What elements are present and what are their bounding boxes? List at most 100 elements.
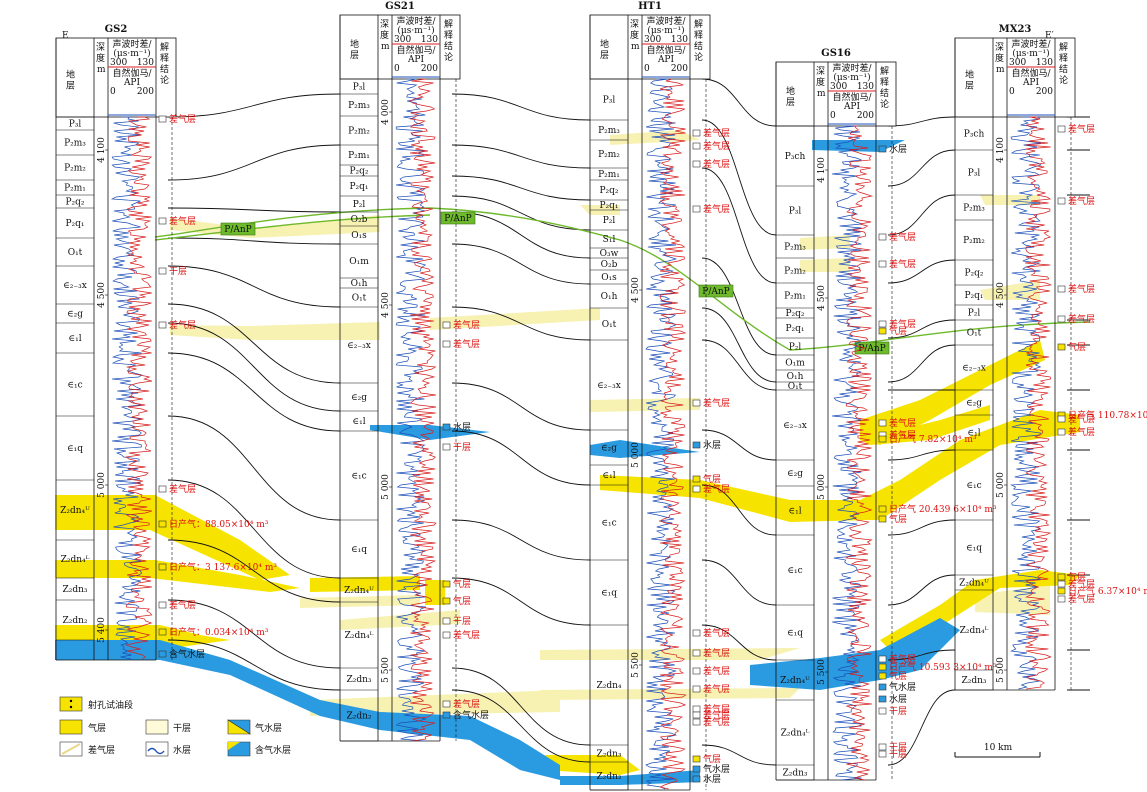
correlation-line xyxy=(167,599,341,669)
conclusion-label: 差气层 xyxy=(703,127,730,139)
layer-name: O₂b xyxy=(601,260,618,270)
well-name: GS21 xyxy=(385,1,415,12)
header-strata: 层 xyxy=(350,50,359,61)
well-name: GS16 xyxy=(821,48,851,59)
depth-label: 5 500 xyxy=(631,652,641,678)
correlation-line xyxy=(887,574,956,606)
header-conclusion: 解 xyxy=(880,65,889,77)
layer-name: ∈₂g xyxy=(601,444,617,454)
conclusion-label: 干层 xyxy=(169,266,187,277)
header-conclusion: 结 xyxy=(1059,63,1068,75)
depth-label: 4 100 xyxy=(996,137,1006,163)
conclusion-label: 气水层 xyxy=(889,681,916,693)
header-depth: m xyxy=(817,89,826,99)
header-strata: 地 xyxy=(600,38,609,50)
correlation-line xyxy=(887,449,956,461)
layer-name: O₁t xyxy=(788,382,803,392)
layer-name: O₁h xyxy=(601,292,618,302)
conclusion-marker xyxy=(878,327,887,335)
depth-label: 5 500 xyxy=(381,657,391,683)
header-gamma-max: 200 xyxy=(857,111,874,121)
layer-name: Z₂dn₃ xyxy=(782,769,807,779)
conclusion-marker xyxy=(692,629,701,637)
unconformity-label-box xyxy=(440,211,476,225)
header-gamma: 自然伽马/ xyxy=(396,44,436,56)
header-sonic: 声波时差/ xyxy=(832,62,872,74)
layer-name: Z₂dn₂ xyxy=(596,772,621,782)
correlation-line xyxy=(887,116,956,127)
header-gamma: 自然伽马/ xyxy=(1011,67,1051,79)
poorgas-band xyxy=(300,595,420,608)
conclusion-marker xyxy=(442,443,451,451)
header-depth: 深 xyxy=(96,42,105,53)
header-gamma-unit: API xyxy=(1022,78,1040,88)
correlation-line xyxy=(887,149,956,187)
legend-label-dry: 干层 xyxy=(173,723,191,734)
conclusion-label: 气层 xyxy=(889,325,907,337)
correlation-line xyxy=(451,667,591,746)
correlation-line xyxy=(701,429,777,461)
header-depth: 深 xyxy=(630,19,639,30)
correlation-line xyxy=(887,194,956,236)
conclusion-marker xyxy=(158,601,167,609)
conclusion-marker xyxy=(158,485,167,493)
layer-name: Z₂dn₂ xyxy=(62,616,87,626)
correlation-line xyxy=(887,259,956,284)
correlation-line xyxy=(167,237,341,245)
correlation-line xyxy=(451,577,591,626)
conclusion-marker xyxy=(158,115,167,123)
depth-label: 5 500 xyxy=(817,659,827,685)
layer-name: O₁m xyxy=(349,257,369,267)
correlation-line xyxy=(701,339,777,391)
header-strata: 层 xyxy=(965,81,974,92)
conclusion-marker xyxy=(878,695,887,703)
poorgas-band xyxy=(540,688,800,700)
conclusion-marker xyxy=(878,233,887,241)
legend-dry-swatch xyxy=(145,719,169,735)
conclusion-marker xyxy=(878,683,887,691)
legend-label-perforation: 射孔试油段 xyxy=(88,699,133,711)
correlation-line xyxy=(167,352,341,432)
conclusion-label: 气层 xyxy=(889,670,907,682)
sonic-log-curve xyxy=(124,116,153,660)
conclusion-label: 日产气 7.82×10⁴ m³ xyxy=(889,433,977,445)
correlation-line xyxy=(167,539,341,603)
conclusion-marker xyxy=(442,340,451,348)
conclusion-marker xyxy=(692,399,701,407)
layer-name: Z₂dn₄ᵁ xyxy=(959,579,989,589)
conclusion-marker xyxy=(878,655,887,663)
gas-body-mx23-main xyxy=(860,410,1080,520)
conclusion-marker xyxy=(878,419,887,427)
conclusion-label: 差气层 xyxy=(453,698,480,710)
conclusion-marker xyxy=(1057,573,1066,581)
header-conclusion: 结 xyxy=(444,40,453,52)
conclusion-label: 差气层 xyxy=(1068,593,1095,605)
correlation-line xyxy=(451,689,591,763)
conclusion-label: 差气层 xyxy=(1068,283,1095,295)
header-sonic-max: 130 xyxy=(421,35,438,45)
conclusion-label: 差气层 xyxy=(703,397,730,409)
poorgas-band xyxy=(310,690,560,716)
layer-name: Z₂dn₄ᴸ xyxy=(345,631,374,641)
section-start-label: E xyxy=(62,31,69,41)
correlation-line xyxy=(887,689,956,766)
depth-label: 4 100 xyxy=(97,137,107,163)
conclusion-label: 差气层 xyxy=(889,653,916,665)
layer-name: ∈₁c xyxy=(67,381,82,391)
conclusion-label: 差气层 xyxy=(889,231,916,243)
reservoir-bodies xyxy=(55,130,1080,785)
conclusion-marker xyxy=(692,129,701,137)
header-sonic: 声波时差/ xyxy=(646,15,686,27)
depth-label: 5 000 xyxy=(996,472,1006,498)
water-body-gs21 xyxy=(370,425,490,440)
layer-name: Z₂dn₄ xyxy=(596,681,621,691)
conclusion-label: 差气层 xyxy=(169,319,196,331)
conclusion-label: 气层 xyxy=(1068,571,1086,583)
legend-gaswater-swatch-gas xyxy=(227,719,252,735)
conclusion-label: 差气层 xyxy=(703,665,730,677)
layer-name: Z₂dn₄ᵁ xyxy=(344,586,374,596)
depth-label: 4 500 xyxy=(381,292,391,318)
layer-name: Z₂dn₂ xyxy=(346,712,371,722)
correlation-line xyxy=(701,257,777,356)
depth-label: 4 500 xyxy=(97,282,107,308)
